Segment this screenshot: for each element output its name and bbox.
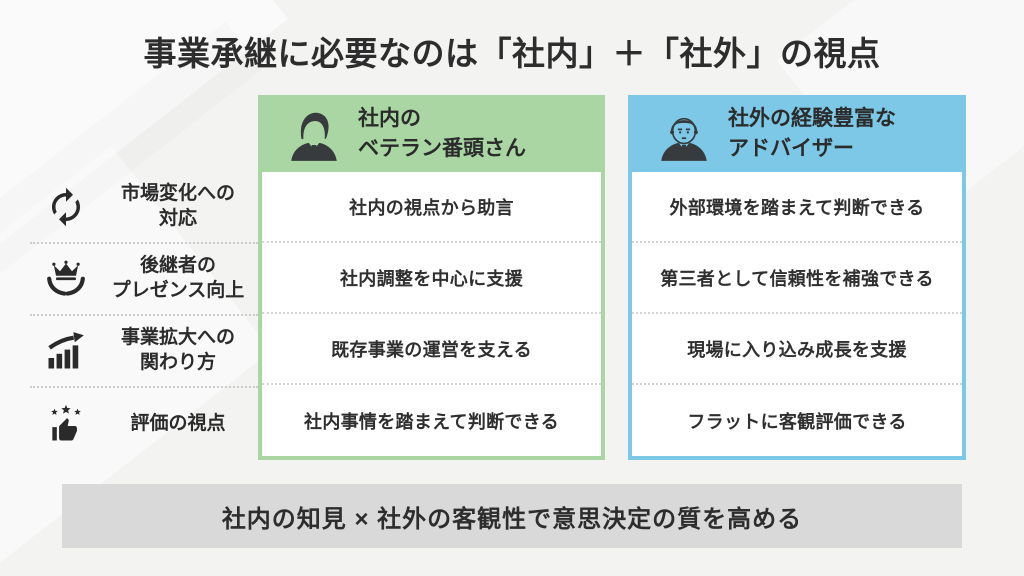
external-cell: フラットに客観評価できる bbox=[687, 411, 907, 432]
crown-hands-icon bbox=[42, 255, 90, 303]
thumbs-up-stars-icon bbox=[42, 400, 90, 448]
internal-header-title: 社内のベテラン番頭さん bbox=[358, 107, 526, 160]
external-cell: 外部環境を踏まえて判断できる bbox=[632, 172, 962, 243]
row-label-evaluation: 評価の視点 bbox=[30, 388, 258, 460]
internal-column-body: 社内の視点から助言 社内調整を中心に支援 既存事業の運営を支える 社内事情を踏ま… bbox=[258, 172, 605, 460]
row-label-text: 評価の視点 bbox=[130, 412, 226, 434]
footer-text: 社内の知見 × 社外の客観性で意思決定の質を高める bbox=[221, 505, 803, 533]
internal-cell: 社内事情を踏まえて判断できる bbox=[304, 411, 559, 432]
growth-chart-icon bbox=[42, 327, 90, 375]
row-label-market-change: 市場変化への対応 bbox=[30, 172, 258, 244]
row-label-text: 事業拡大への関わり方 bbox=[120, 327, 235, 373]
external-column: 社外の経験豊富なアドバイザー 外部環境を踏まえて判断できる 第三者として信頼性を… bbox=[628, 95, 966, 460]
internal-cell: 既存事業の運営を支える bbox=[262, 314, 601, 385]
external-column-body: 外部環境を踏まえて判断できる 第三者として信頼性を補強できる 現場に入り込み成長… bbox=[628, 172, 966, 460]
internal-cell: 社内の視点から助言 bbox=[262, 172, 601, 243]
row-label-successor-presence: 後継者のプレゼンス向上 bbox=[30, 244, 258, 316]
row-label-text: 市場変化への対応 bbox=[120, 183, 235, 229]
row-labels: 市場変化への対応 後継者のプレゼンス向上 bbox=[30, 172, 258, 460]
external-cell: 現場に入り込み成長を支援 bbox=[632, 314, 962, 385]
internal-cell: 社内調整を中心に支援 bbox=[262, 243, 601, 314]
internal-column-header: 社内のベテラン番頭さん bbox=[258, 95, 605, 172]
external-column-header: 社外の経験豊富なアドバイザー bbox=[628, 95, 966, 172]
external-cell: 第三者として信頼性を補強できる bbox=[632, 243, 962, 314]
internal-column: 社内のベテラン番頭さん 社内の視点から助言 社内調整を中心に支援 既存事業の運営… bbox=[258, 95, 605, 460]
businessman-icon bbox=[286, 105, 342, 163]
advisor-icon bbox=[656, 105, 712, 163]
row-label-text: 後継者のプレゼンス向上 bbox=[111, 255, 245, 301]
row-label-business-expansion: 事業拡大への関わり方 bbox=[30, 316, 258, 388]
page-title: 事業承継に必要なのは「社内」＋「社外」の視点 bbox=[143, 35, 881, 72]
footer-banner: 社内の知見 × 社外の客観性で意思決定の質を高める bbox=[62, 484, 962, 548]
external-header-title: 社外の経験豊富なアドバイザー bbox=[728, 107, 896, 160]
refresh-icon bbox=[42, 183, 90, 231]
